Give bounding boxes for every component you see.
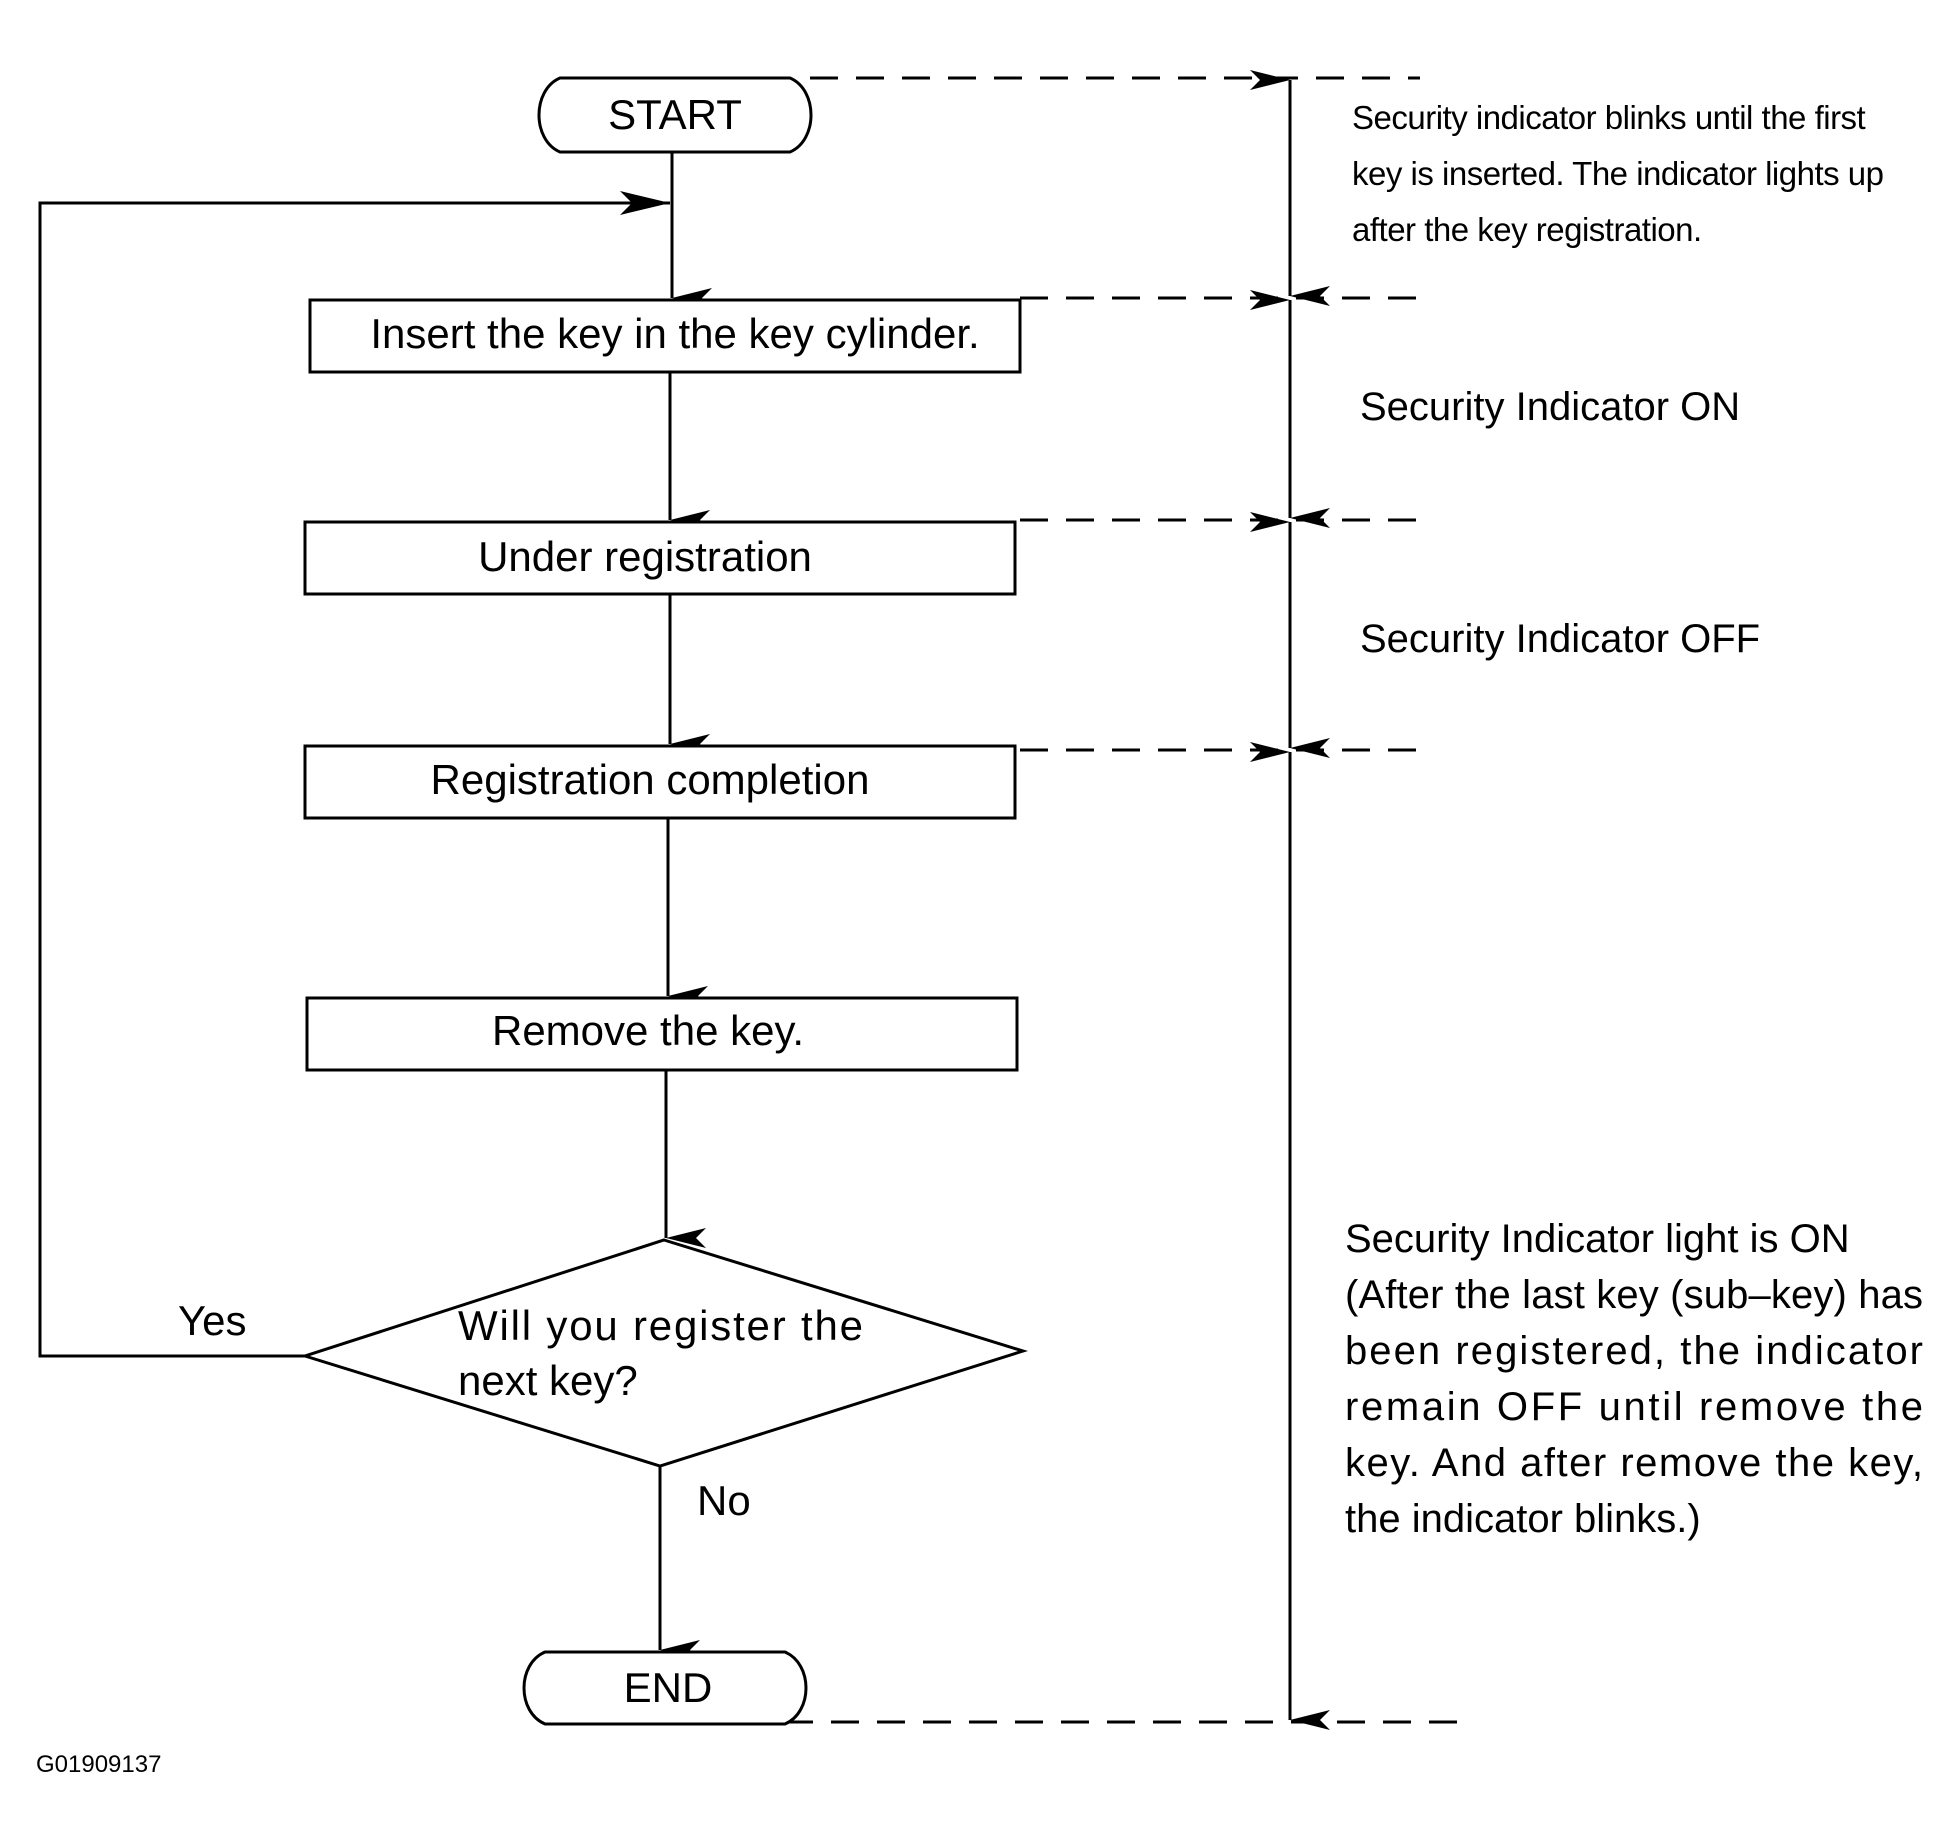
- note-light-on-line-3: been registered, the indicator: [1345, 1329, 1923, 1373]
- end-terminator: END: [522, 1650, 808, 1726]
- note-first-key: Security indicator blinks until the firs…: [1352, 99, 1892, 248]
- note-indicator-off: Security Indicator OFF: [1360, 617, 1760, 661]
- note-first-key-line-2: key is inserted. The indicator lights up: [1352, 155, 1884, 192]
- note-light-on-line-5: key. And after remove the key,: [1345, 1441, 1923, 1485]
- step-insert-key-label: Insert the key in the key cylinder.: [370, 310, 979, 357]
- decision-label-line-1: Will you register the: [458, 1302, 863, 1349]
- start-label: START: [608, 91, 742, 138]
- figure-id: G01909137: [36, 1751, 161, 1778]
- step-under-registration-label: Under registration: [478, 533, 812, 580]
- decision-label: Will you register the next key?: [458, 1302, 876, 1404]
- connector-yes-loop: [38, 191, 670, 1358]
- step-remove-key: Remove the key.: [305, 996, 1019, 1072]
- no-label: No: [697, 1477, 751, 1524]
- decision-register-next-key: Will you register the next key?: [300, 1238, 1029, 1468]
- note-light-on-line-1: Security Indicator light is ON: [1345, 1217, 1850, 1261]
- note-light-on-line-4: remain OFF until remove the: [1345, 1385, 1923, 1429]
- decision-label-line-2: next key?: [458, 1357, 638, 1404]
- note-light-on-line-2: (After the last key (sub–key) has: [1345, 1273, 1923, 1317]
- note-first-key-line-1: Security indicator blinks until the firs…: [1352, 99, 1866, 136]
- step-insert-key: Insert the key in the key cylinder.: [308, 298, 1022, 374]
- step-registration-completion: Registration completion: [303, 744, 1017, 820]
- start-terminator: START: [537, 76, 813, 154]
- yes-label: Yes: [178, 1297, 247, 1344]
- note-light-on-line-6: the indicator blinks.): [1345, 1497, 1701, 1541]
- end-label: END: [624, 1664, 713, 1711]
- step-remove-key-label: Remove the key.: [492, 1007, 804, 1054]
- step-under-registration: Under registration: [303, 520, 1017, 596]
- step-registration-completion-label: Registration completion: [431, 756, 870, 803]
- note-first-key-line-3: after the key registration.: [1352, 211, 1702, 248]
- note-light-on: Security Indicator light is ON (After th…: [1345, 1217, 1937, 1541]
- note-indicator-on: Security Indicator ON: [1360, 385, 1740, 429]
